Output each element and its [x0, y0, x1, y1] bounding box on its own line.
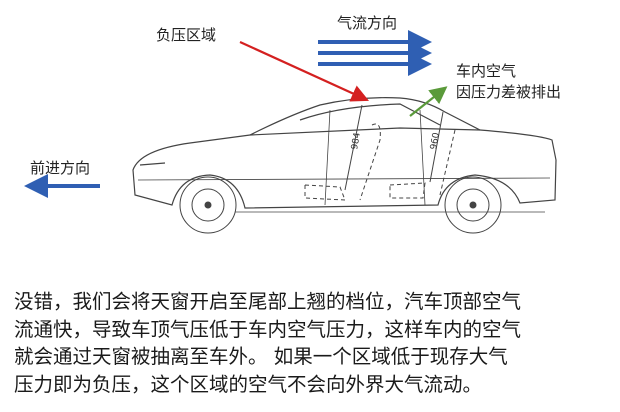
airflow-direction-label: 气流方向: [337, 14, 398, 32]
negative-pressure-label: 负压区域: [156, 26, 217, 44]
car-outline: [132, 97, 557, 213]
paragraph-line: 压力即为负压，这个区域的空气不会向外界大气流动。: [14, 372, 483, 396]
cabin-air-label-1: 车内空气: [456, 62, 517, 80]
car-diagram: 984 960: [24, 30, 557, 234]
red-arrow: [239, 40, 370, 102]
seats: [304, 123, 456, 201]
green-arrow: [409, 86, 448, 117]
rear-wheel: [444, 176, 502, 234]
airflow-arrows: [318, 30, 432, 76]
dim-rear-label: 960: [429, 132, 442, 151]
cabin-air-label-2: 因压力差被排出: [456, 83, 562, 101]
front-wheel: [179, 176, 237, 234]
dim-front-label: 984: [350, 132, 363, 151]
paragraph-line: 流通快，导致车顶气压低于车内空气压力，这样车内的空气: [14, 317, 522, 341]
paragraph-line: 没错，我们会将天窗开启至尾部上翘的档位，汽车顶部空气: [14, 290, 522, 313]
paragraph-line: 就会通过天窗被抽离至车外。 如果一个区域低于现存大气: [14, 345, 508, 368]
forward-direction-label: 前进方向: [30, 159, 91, 177]
dimension-lines: [344, 104, 444, 191]
explanation-paragraph: 没错，我们会将天窗开启至尾部上翘的档位，汽车顶部空气 流通快，导致车顶气压低于车…: [14, 288, 614, 398]
